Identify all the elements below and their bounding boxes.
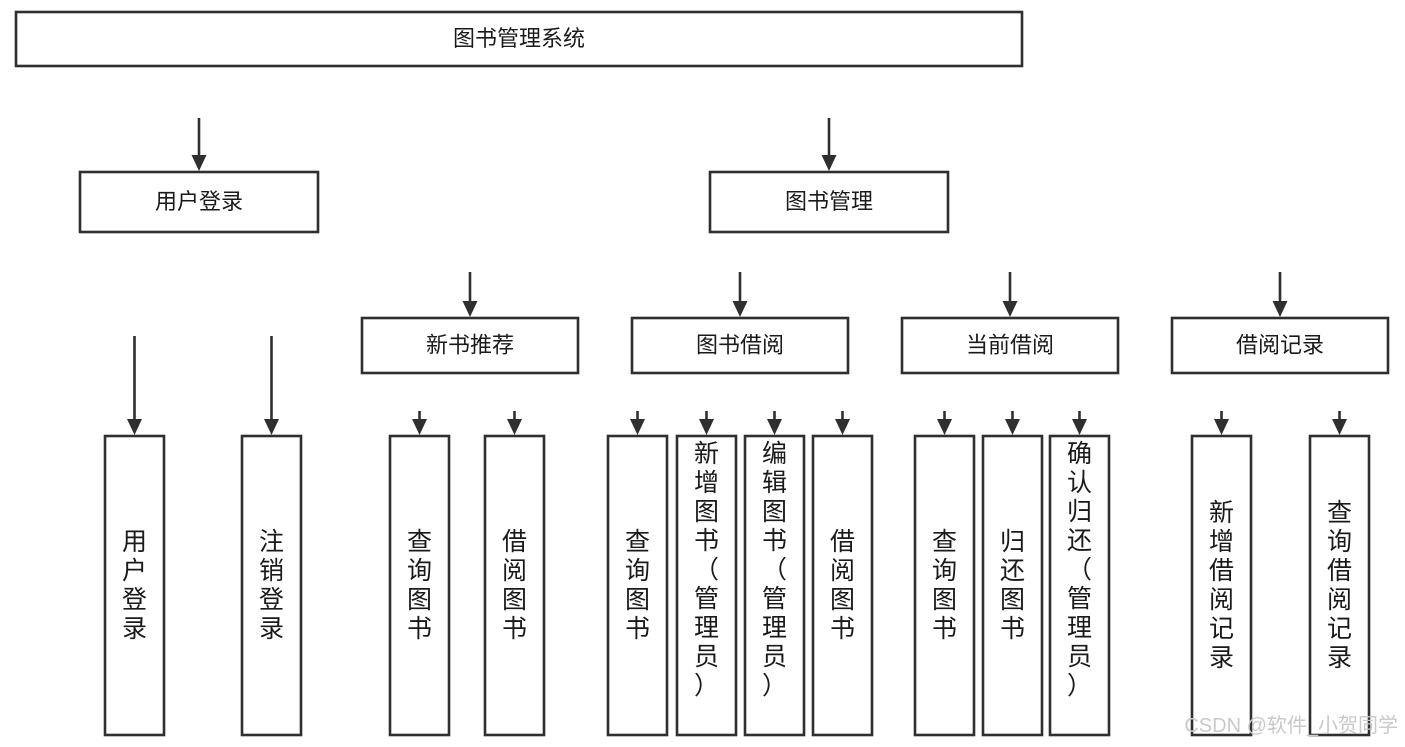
connectors-layer <box>127 118 1347 435</box>
node-box-用户登录[interactable] <box>103 434 166 737</box>
arrow-head-icon <box>767 419 782 435</box>
node-借阅图书[interactable]: 借阅图书 <box>811 434 874 737</box>
node-查询图书[interactable]: 查询图书 <box>913 434 976 737</box>
arrow-head-icon <box>821 155 837 171</box>
node-box-注销登录[interactable] <box>240 434 303 737</box>
node-当前借阅[interactable]: 当前借阅 <box>900 316 1120 375</box>
node-新增借阅记录[interactable]: 新增借阅记录 <box>1190 434 1253 737</box>
node-label-新增借阅记录: 新增借阅记录 <box>1209 499 1234 672</box>
arrow-head-icon <box>732 301 748 317</box>
node-label-确认归还管理员: 确认归还（管理员） <box>1067 440 1092 700</box>
node-label-图书管理系统: 图书管理系统 <box>453 26 585 51</box>
node-label-新增图书管理员: 新增图书（管理员） <box>694 440 719 700</box>
arrow-head-icon <box>630 419 645 435</box>
node-box-查询图书[interactable] <box>913 434 976 737</box>
node-box-查询图书[interactable] <box>606 434 669 737</box>
node-label-用户登录: 用户登录 <box>122 528 147 643</box>
node-box-用户登录[interactable] <box>78 170 320 234</box>
node-label-查询图书: 查询图书 <box>932 528 957 643</box>
node-label-查询图书: 查询图书 <box>625 528 650 643</box>
node-box-归还图书[interactable] <box>981 434 1044 737</box>
node-用户登录[interactable]: 用户登录 <box>103 434 166 737</box>
arrow-head-icon <box>1002 301 1018 317</box>
node-label-借阅图书: 借阅图书 <box>502 528 527 643</box>
node-label-图书管理: 图书管理 <box>785 189 873 214</box>
arrow-head-icon <box>127 419 142 435</box>
node-label-借阅记录: 借阅记录 <box>1236 332 1324 357</box>
node-借阅图书[interactable]: 借阅图书 <box>483 434 546 737</box>
node-label-图书借阅: 图书借阅 <box>696 332 784 357</box>
node-box-借阅图书[interactable] <box>483 434 546 737</box>
node-box-新增借阅记录[interactable] <box>1190 434 1253 737</box>
node-借阅记录[interactable]: 借阅记录 <box>1170 316 1390 375</box>
node-label-查询借阅记录: 查询借阅记录 <box>1327 499 1352 672</box>
node-查询图书[interactable]: 查询图书 <box>606 434 669 737</box>
node-label-注销登录: 注销登录 <box>259 528 284 643</box>
arrow-head-icon <box>191 155 207 171</box>
node-新书推荐[interactable]: 新书推荐 <box>360 316 580 375</box>
node-box-新增图书管理员[interactable] <box>675 434 738 737</box>
arrow-head-icon <box>1332 419 1347 435</box>
node-查询图书[interactable]: 查询图书 <box>388 434 451 737</box>
node-label-用户登录: 用户登录 <box>155 189 243 214</box>
node-图书管理[interactable]: 图书管理 <box>708 170 950 234</box>
node-编辑图书管理员[interactable]: 编辑图书（管理员） <box>743 434 806 737</box>
node-label-归还图书: 归还图书 <box>1000 528 1025 643</box>
node-label-当前借阅: 当前借阅 <box>966 332 1054 357</box>
node-label-新书推荐: 新书推荐 <box>426 332 514 357</box>
node-label-编辑图书管理员: 编辑图书（管理员） <box>762 440 787 700</box>
nodes-layer: 图书管理系统用户登录图书管理用户登录注销登录新书推荐图书借阅当前借阅借阅记录查询… <box>14 10 1390 737</box>
node-图书借阅[interactable]: 图书借阅 <box>630 316 850 375</box>
node-box-图书管理[interactable] <box>708 170 950 234</box>
node-box-当前借阅[interactable] <box>900 316 1120 375</box>
node-box-借阅图书[interactable] <box>811 434 874 737</box>
node-box-图书管理系统[interactable] <box>14 10 1024 68</box>
arrow-head-icon <box>937 419 952 435</box>
arrow-head-icon <box>412 419 427 435</box>
node-label-查询图书: 查询图书 <box>407 528 432 643</box>
node-图书管理系统[interactable]: 图书管理系统 <box>14 10 1024 68</box>
csdn-watermark: CSDN @软件_小贺同学 <box>1184 714 1398 737</box>
node-用户登录[interactable]: 用户登录 <box>78 170 320 234</box>
node-box-借阅记录[interactable] <box>1170 316 1390 375</box>
arrow-head-icon <box>507 419 522 435</box>
arrow-head-icon <box>1214 419 1229 435</box>
node-box-新书推荐[interactable] <box>360 316 580 375</box>
arrow-head-icon <box>835 419 850 435</box>
arrow-head-icon <box>462 301 478 317</box>
node-box-查询图书[interactable] <box>388 434 451 737</box>
node-box-编辑图书管理员[interactable] <box>743 434 806 737</box>
arrow-head-icon <box>264 419 279 435</box>
arrow-head-icon <box>1005 419 1020 435</box>
node-查询借阅记录[interactable]: 查询借阅记录 <box>1308 434 1371 737</box>
arrow-head-icon <box>1072 419 1087 435</box>
node-归还图书[interactable]: 归还图书 <box>981 434 1044 737</box>
arrow-head-icon <box>1272 301 1288 317</box>
node-确认归还管理员[interactable]: 确认归还（管理员） <box>1048 434 1111 737</box>
node-label-借阅图书: 借阅图书 <box>830 528 855 643</box>
arrow-head-icon <box>699 419 714 435</box>
node-新增图书管理员[interactable]: 新增图书（管理员） <box>675 434 738 737</box>
node-注销登录[interactable]: 注销登录 <box>240 434 303 737</box>
node-box-查询借阅记录[interactable] <box>1308 434 1371 737</box>
node-box-确认归还管理员[interactable] <box>1048 434 1111 737</box>
node-box-图书借阅[interactable] <box>630 316 850 375</box>
